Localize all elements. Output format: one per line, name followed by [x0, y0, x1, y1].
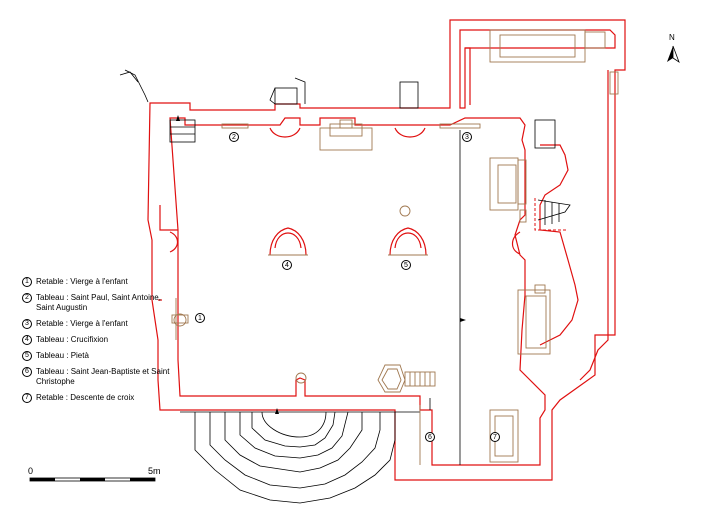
scale-start-label: 0: [28, 466, 34, 476]
legend-text: Retable : Vierge à l'enfant: [36, 277, 128, 286]
legend-item: 7 Retable : Descente de croix: [22, 393, 172, 403]
legend-item: 1 Retable : Vierge à l'enfant: [22, 277, 172, 287]
legend-item: 2 Tableau : Saint Paul, Saint Antoine, S…: [22, 293, 172, 313]
marker-4: 4: [282, 260, 292, 270]
arrow-markers: [176, 115, 466, 414]
legend-number: 3: [22, 319, 32, 329]
marker-1: 1: [195, 313, 205, 323]
marker-3: 3: [462, 132, 472, 142]
north-label: N: [669, 33, 675, 42]
stair-dashed: [534, 198, 568, 231]
legend-number: 6: [22, 367, 32, 377]
legend: 1 Retable : Vierge à l'enfant 2 Tableau …: [22, 277, 172, 409]
marker-6: 6: [425, 432, 435, 442]
interior-lines: [119, 69, 571, 504]
legend-text: Tableau : Crucifixion: [36, 335, 109, 344]
marker-7: 7: [490, 432, 500, 442]
legend-text: Tableau : Pietà: [36, 351, 89, 360]
legend-item: 6 Tableau : Saint Jean-Baptiste et Saint…: [22, 367, 172, 387]
scale-bar: [29, 477, 156, 482]
legend-number: 2: [22, 293, 32, 303]
outer-wall: [147, 19, 626, 481]
legend-text: Retable : Descente de croix: [36, 393, 135, 402]
legend-number: 7: [22, 393, 32, 403]
scale-end-label: 5m: [148, 466, 161, 476]
legend-text: Tableau : Saint Paul, Saint Antoine, Sai…: [36, 293, 161, 312]
legend-item: 3 Retable : Vierge à l'enfant: [22, 319, 172, 329]
legend-text: Tableau : Saint Jean-Baptiste et Saint C…: [36, 367, 170, 386]
marker-2: 2: [229, 132, 239, 142]
marker-5: 5: [401, 260, 411, 270]
legend-text: Retable : Vierge à l'enfant: [36, 319, 128, 328]
legend-number: 1: [22, 277, 32, 287]
legend-item: 4 Tableau : Crucifixion: [22, 335, 172, 345]
legend-number: 5: [22, 351, 32, 361]
legend-number: 4: [22, 335, 32, 345]
north-arrow-icon: [667, 45, 680, 64]
legend-item: 5 Tableau : Pietà: [22, 351, 172, 361]
